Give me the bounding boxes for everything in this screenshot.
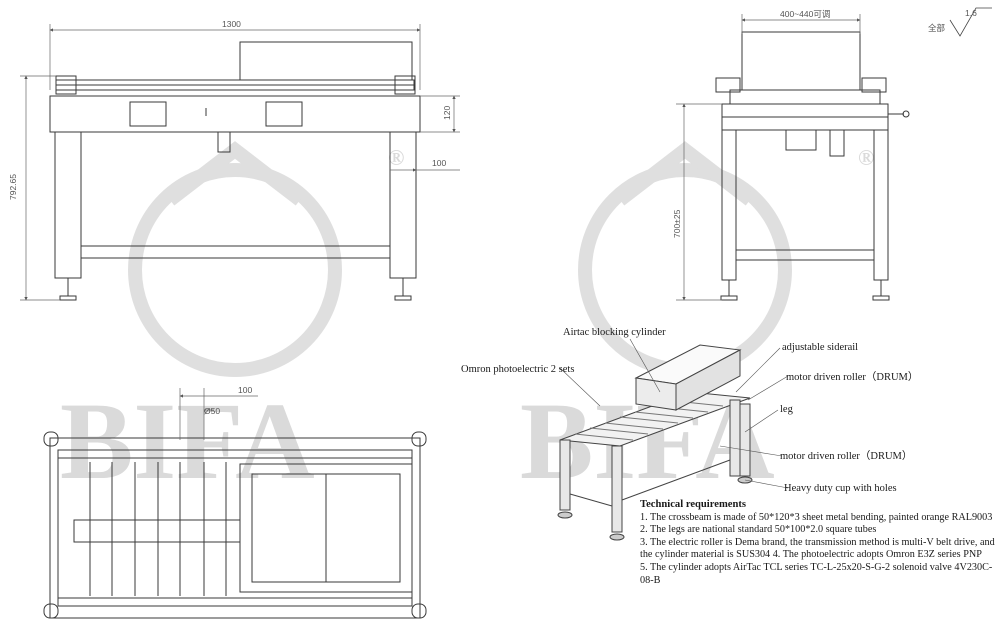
callout-cup: Heavy duty cup with holes	[784, 483, 897, 494]
top-view	[43, 431, 427, 619]
dim-frame-depth: 120	[442, 106, 452, 120]
front-view	[49, 41, 421, 301]
side-view	[715, 31, 910, 301]
watermark: BIFA BIFA ® ®	[60, 141, 874, 502]
dim-front-height: 792.65	[8, 174, 18, 200]
callout-airtac-cylinder: Airtac blocking cylinder	[563, 327, 666, 338]
tech-item-4: 5. The cylinder adopts AirTac TCL series…	[640, 561, 993, 586]
callout-leaders	[559, 338, 789, 489]
callout-leg: leg	[780, 404, 794, 415]
watermark-logo-left	[128, 141, 342, 377]
callout-motor-roller-2: motor driven roller（DRUM）	[780, 450, 912, 462]
dim-roller-diameter: Ø50	[204, 406, 220, 416]
watermark-text-left: BIFA	[60, 380, 315, 502]
surface-finish-value: 1.6	[965, 8, 977, 18]
watermark-registered-left: ®	[388, 145, 404, 170]
side-view-dimensions	[676, 14, 861, 301]
isometric-conveyor	[557, 344, 753, 541]
surface-finish-symbol	[949, 7, 992, 37]
callout-adjustable-siderail: adjustable siderail	[782, 342, 858, 353]
front-view-dimensions	[20, 24, 460, 301]
dim-side-width: 400~440可调	[780, 9, 830, 19]
dim-side-height: 700±25	[672, 209, 682, 238]
tech-title: Technical requirements	[640, 499, 747, 510]
callout-omron-photoelectric: Omron photoelectric 2 sets	[461, 364, 574, 375]
dim-front-width: 1300	[222, 19, 241, 29]
surface-finish-label: 全部	[928, 23, 946, 33]
tech-item-3: 3. The electric roller is Dema brand, th…	[640, 536, 995, 561]
tech-item-1: 1. The crossbeam is made of 50*120*3 she…	[640, 511, 993, 523]
dim-leg-offset: 100	[432, 158, 446, 168]
callout-motor-roller-1: motor driven roller（DRUM）	[786, 371, 918, 383]
technical-requirements: Technical requirements 1. The crossbeam …	[640, 499, 995, 587]
top-view-dimensions	[179, 388, 258, 440]
dim-top-offset: 100	[238, 385, 252, 395]
tech-item-2: 2. The legs are national standard 50*100…	[640, 524, 877, 536]
watermark-registered-right: ®	[858, 145, 874, 170]
